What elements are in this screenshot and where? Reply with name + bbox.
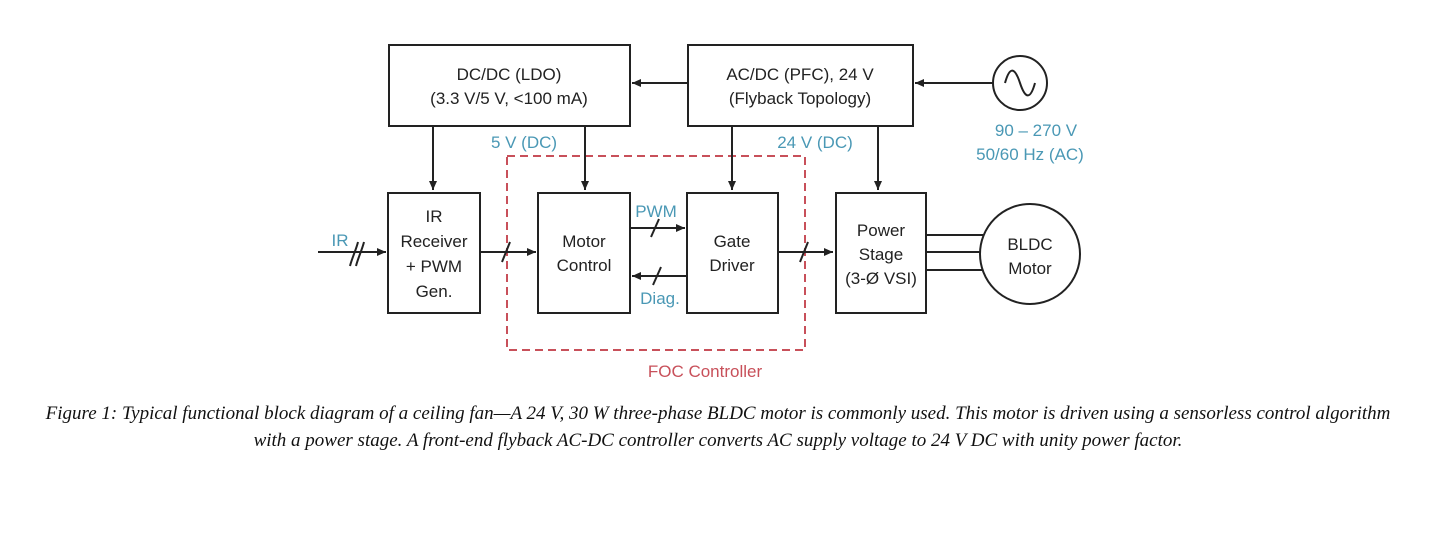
power-stage-block: Power Stage (3-Ø VSI) (835, 192, 927, 314)
acdc-title: AC/DC (PFC), 24 V (726, 65, 874, 84)
motor-control-line1: Motor (562, 232, 606, 251)
gate-driver-line1: Gate (714, 232, 751, 251)
bus-slash (652, 266, 662, 286)
foc-controller-label: FOC Controller (648, 362, 763, 381)
diag-label: Diag. (640, 289, 680, 308)
ac-source-icon (992, 55, 1048, 111)
24v-dc-label: 24 V (DC) (777, 133, 853, 152)
pwm-label: PWM (635, 202, 677, 221)
power-stage-line3: (3-Ø VSI) (845, 269, 917, 288)
bldc-motor-line1: BLDC (1007, 235, 1052, 254)
motor-control-line2: Control (557, 256, 612, 275)
ac-frequency: 50/60 Hz (AC) (976, 145, 1084, 164)
ir-receiver-line3: + PWM (406, 257, 462, 276)
wireless-break-icon (349, 241, 365, 267)
bldc-motor-line2: Motor (1008, 259, 1052, 278)
power-stage-line1: Power (857, 221, 906, 240)
acdc-spec: (Flyback Topology) (729, 89, 871, 108)
dcdc-ldo-block: DC/DC (LDO) (3.3 V/5 V, <100 mA) (388, 44, 631, 127)
acdc-pfc-block: AC/DC (PFC), 24 V (Flyback Topology) (687, 44, 914, 127)
ac-voltage-range: 90 – 270 V (995, 121, 1078, 140)
gate-driver-block: Gate Driver (686, 192, 779, 314)
bus-slash (799, 241, 809, 263)
ir-receiver-block: IR Receiver + PWM Gen. (387, 192, 481, 314)
dcdc-spec: (3.3 V/5 V, <100 mA) (430, 89, 588, 108)
5v-dc-label: 5 V (DC) (491, 133, 557, 152)
ir-receiver-line4: Gen. (416, 282, 453, 301)
motor-control-block: Motor Control (537, 192, 631, 314)
block-diagram: FOC Controller DC/DC (LDO) (3.3 V/5 V, <… (318, 44, 1084, 381)
bldc-motor: BLDC Motor (979, 203, 1081, 305)
bus-slash (501, 241, 511, 263)
figure-caption: Figure 1: Typical functional block diagr… (45, 403, 1391, 451)
gate-driver-line2: Driver (709, 256, 755, 275)
ir-receiver-line1: IR (426, 207, 443, 226)
dcdc-title: DC/DC (LDO) (457, 65, 562, 84)
ir-receiver-line2: Receiver (400, 232, 467, 251)
ir-input-label: IR (332, 231, 349, 250)
bus-slash (650, 218, 660, 238)
power-stage-line2: Stage (859, 245, 903, 264)
